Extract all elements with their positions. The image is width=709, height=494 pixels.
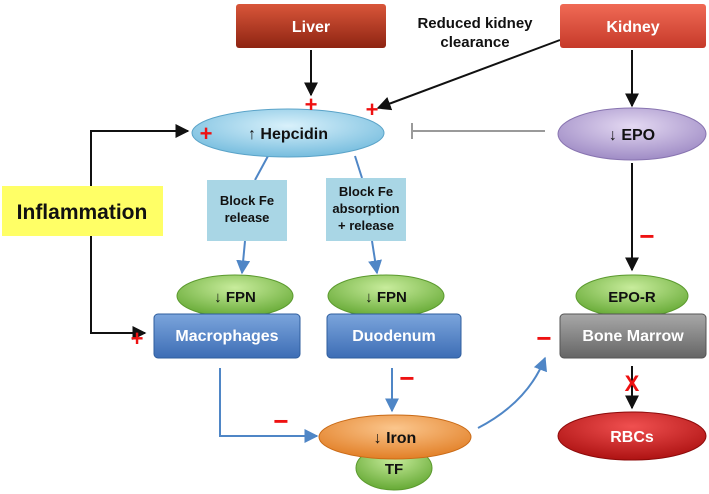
inflammation-label: Inflammation [17, 201, 148, 224]
minus-sign-duodenum: − [399, 363, 414, 393]
fpn-macrophage-node: ↓ FPN [176, 274, 294, 318]
hepcidin-label: ↑ Hepcidin [248, 126, 328, 143]
reduced-kidney-clearance-label: Reduced kidney clearance [417, 15, 533, 51]
svg-text:Reduced kidney: Reduced kidney [417, 15, 533, 32]
iron-label: ↓ Iron [374, 430, 417, 447]
inflammation-box: Inflammation [2, 186, 163, 236]
rbcs-node: RBCs [557, 411, 707, 461]
arrows [90, 39, 639, 443]
svg-text:absorption: absorption [332, 201, 399, 216]
minus-sign-epo: − [639, 221, 654, 251]
hepcidin-to-block-absorption-line [354, 155, 363, 179]
epo-label: ↓ EPO [609, 127, 655, 144]
block-release-to-fpn-arrow [236, 240, 251, 275]
duodenum-box: Duodenum [326, 313, 462, 359]
block-release-box: Block Fe release [207, 180, 287, 241]
plus-sign-liver: + [305, 92, 318, 117]
signs: + + + + − − − − X [131, 92, 655, 436]
minus-sign-bone-marrow: − [536, 323, 551, 353]
svg-text:Block Fe: Block Fe [220, 193, 274, 208]
minus-sign-macrophages: − [273, 406, 288, 436]
macrophages-label: Macrophages [175, 328, 278, 345]
block-x-sign: X [625, 371, 640, 396]
epo-node: ↓ EPO [557, 107, 707, 161]
svg-text:+ release: + release [338, 218, 394, 233]
fpn-duodenum-node: ↓ FPN [327, 274, 445, 318]
block-absorption-box: Block Fe absorption + release [326, 178, 406, 241]
iron-to-bone-marrow-arrow [477, 356, 547, 429]
kidney-clearance-arrow [376, 39, 561, 111]
liver-box: Liver [236, 4, 386, 48]
plus-sign-kidney-clearance: + [366, 97, 379, 122]
duodenum-label: Duodenum [352, 328, 436, 345]
kidney-label: Kidney [606, 19, 659, 36]
macrophages-to-iron-arrow [219, 368, 319, 443]
plus-sign-inflammation-hepcidin: + [200, 121, 213, 146]
hepcidin-node: ↑ Hepcidin [191, 108, 385, 158]
inflammation-to-macrophages-arrow [90, 236, 147, 340]
fpn-macrophage-label: ↓ FPN [214, 289, 256, 306]
bone-marrow-box: Bone Marrow [559, 313, 707, 359]
tf-label: TF [385, 461, 403, 478]
rbcs-label: RBCs [610, 429, 654, 446]
fpn-duodenum-label: ↓ FPN [365, 289, 407, 306]
inflammation-to-hepcidin-arrow [90, 124, 190, 186]
plus-sign-inflammation-macrophages: + [131, 326, 144, 351]
epor-node: EPO-R [575, 274, 689, 318]
kidney-box: Kidney [560, 4, 706, 48]
svg-text:clearance: clearance [440, 34, 509, 51]
macrophages-box: Macrophages [153, 313, 301, 359]
svg-text:Block Fe: Block Fe [339, 184, 393, 199]
iron-node: ↓ Iron [318, 414, 472, 460]
block-absorption-to-fpn-arrow [368, 240, 382, 275]
epor-label: EPO-R [608, 289, 656, 306]
svg-text:release: release [225, 210, 270, 225]
bone-marrow-label: Bone Marrow [582, 328, 684, 345]
liver-label: Liver [292, 19, 330, 36]
epo-inhibits-hepcidin-line [411, 123, 545, 139]
hepcidin-to-block-release-line [254, 155, 269, 181]
